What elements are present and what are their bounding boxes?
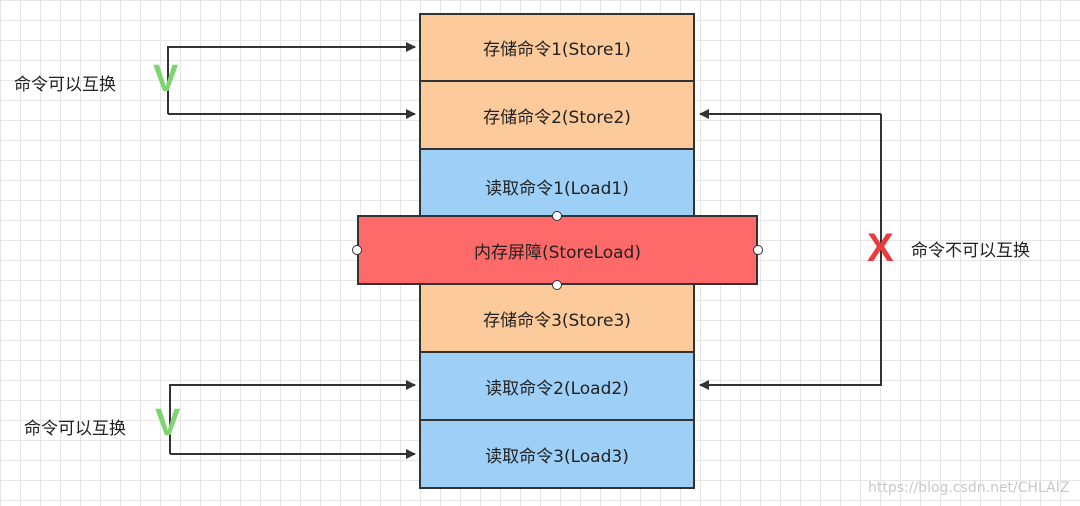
store3-label: 存储命令3(Store3) bbox=[483, 311, 631, 331]
load3-label: 读取命令3(Load3) bbox=[485, 446, 629, 467]
load3-block: 读取命令3(Load3) bbox=[419, 419, 695, 489]
cross-mark-icon: X bbox=[867, 226, 894, 270]
load1-block: 读取命令1(Load1) bbox=[419, 148, 695, 218]
swappable-label-top: 命令可以互换 bbox=[14, 75, 116, 95]
resize-handle-bottom[interactable] bbox=[552, 280, 562, 290]
store3-block: 存储命令3(Store3) bbox=[419, 283, 695, 353]
resize-handle-top[interactable] bbox=[552, 211, 562, 221]
store1-label: 存储命令1(Store1) bbox=[483, 40, 631, 60]
store2-label: 存储命令2(Store2) bbox=[483, 107, 631, 128]
not-swappable-label: 命令不可以互换 bbox=[911, 241, 1030, 261]
load2-block: 读取命令2(Load2) bbox=[419, 351, 695, 421]
resize-handle-right[interactable] bbox=[753, 245, 763, 255]
store1-block: 存储命令1(Store1) bbox=[419, 13, 695, 82]
swappable-label-bottom: 命令可以互换 bbox=[24, 419, 126, 439]
load1-label: 读取命令1(Load1) bbox=[485, 179, 629, 199]
swap-arrow-top bbox=[167, 42, 416, 114]
load2-label: 读取命令2(Load2) bbox=[485, 378, 629, 399]
resize-handle-left[interactable] bbox=[352, 245, 362, 255]
memory-barrier-block[interactable]: 内存屏障(StoreLoad) bbox=[357, 215, 758, 285]
check-mark-icon-bottom: V bbox=[155, 402, 181, 444]
store2-block: 存储命令2(Store2) bbox=[419, 80, 695, 150]
watermark: https://blog.csdn.net/CHLAIZ bbox=[868, 480, 1070, 496]
swap-arrow-bottom bbox=[169, 380, 416, 454]
check-mark-icon-top: V bbox=[153, 58, 179, 100]
memory-barrier-label: 内存屏障(StoreLoad) bbox=[474, 242, 641, 263]
no-swap-arrow bbox=[699, 114, 882, 390]
